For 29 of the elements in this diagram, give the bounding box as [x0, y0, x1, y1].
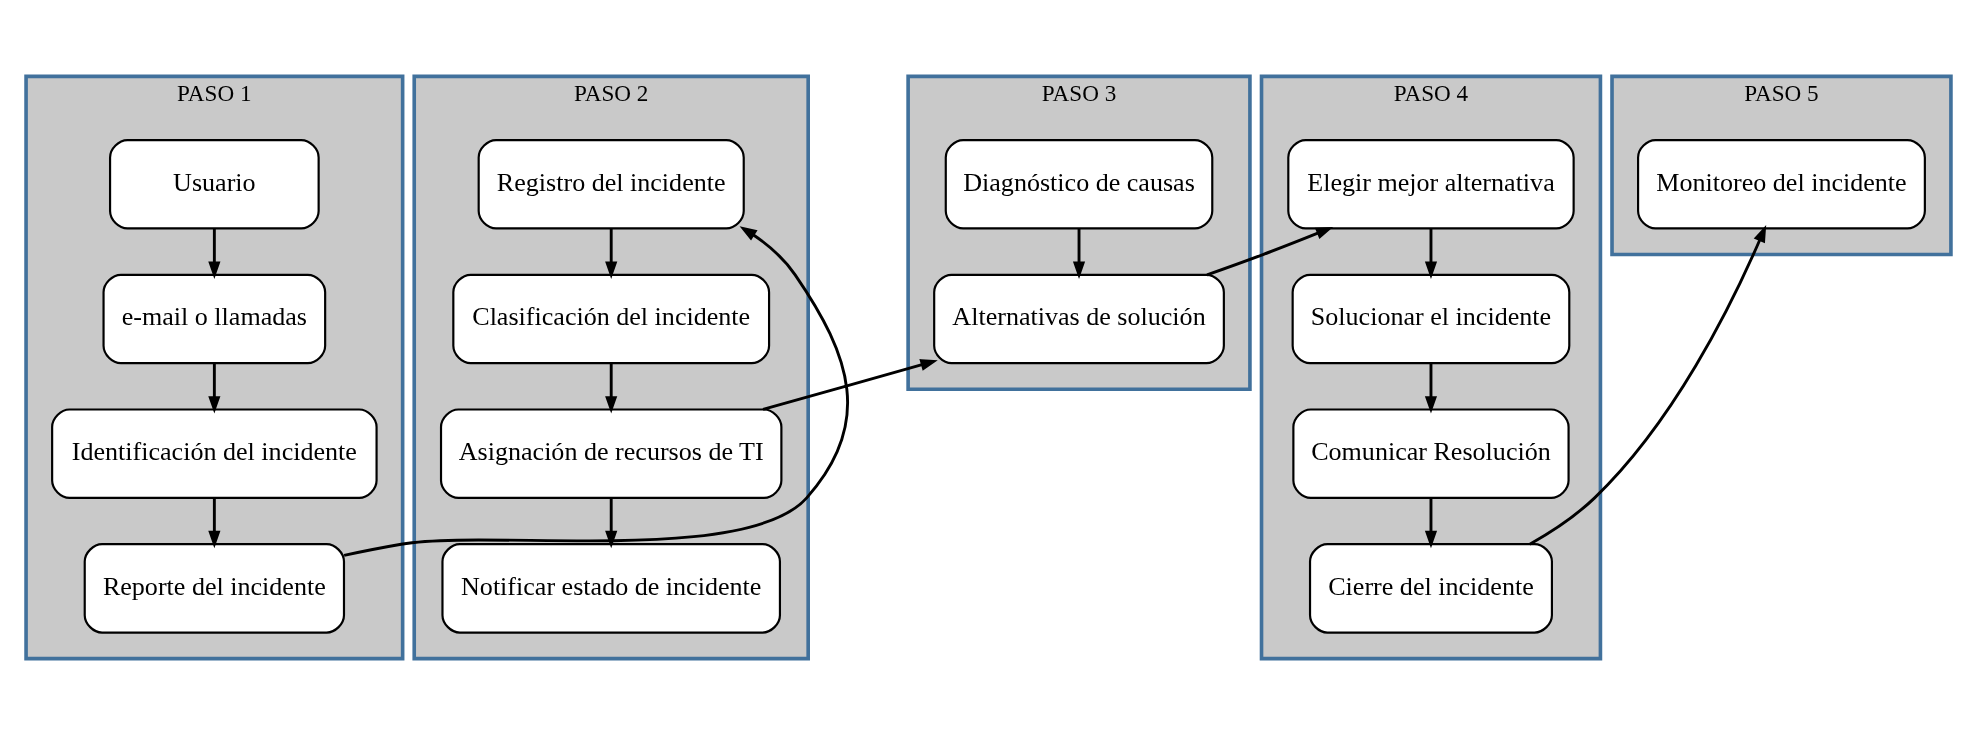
- node-box: Monitoreo del incidente: [1637, 139, 1926, 230]
- node-box: Alternativas de solución: [933, 273, 1225, 365]
- arrow: [208, 228, 221, 279]
- node-box: Reporte del incidente: [83, 543, 346, 634]
- arrow: [208, 497, 221, 549]
- node-box: Diagnóstico de causas: [944, 139, 1214, 230]
- arrow: [1072, 228, 1086, 279]
- node-box: Elegir mejor alternativa: [1287, 139, 1575, 230]
- node-box: Usuario: [109, 139, 320, 230]
- node-box: Asignación de recursos de TI: [439, 408, 783, 499]
- node-box: Cierre del incidente: [1308, 543, 1553, 634]
- arrow: [1424, 363, 1438, 414]
- arrow: [1206, 226, 1334, 277]
- node-box: Registro del incidente: [477, 139, 745, 230]
- arrow: [1529, 224, 1767, 546]
- arrow: [605, 228, 618, 279]
- node-box: e-mail o llamadas: [102, 273, 327, 365]
- arrow: [762, 359, 938, 411]
- node-box: Clasificación del incidente: [452, 273, 771, 365]
- arrow: [208, 363, 221, 414]
- node-box: Comunicar Resolución: [1292, 408, 1570, 499]
- arrow: [1424, 228, 1438, 279]
- arrow: [343, 226, 849, 557]
- arrow: [1424, 497, 1438, 549]
- arrow: [605, 363, 618, 414]
- node-box: Notificar estado de incidente: [441, 543, 782, 634]
- node-box: Identificación del incidente: [51, 408, 378, 499]
- node-box: Solucionar el incidente: [1291, 273, 1571, 365]
- arrow: [605, 497, 618, 549]
